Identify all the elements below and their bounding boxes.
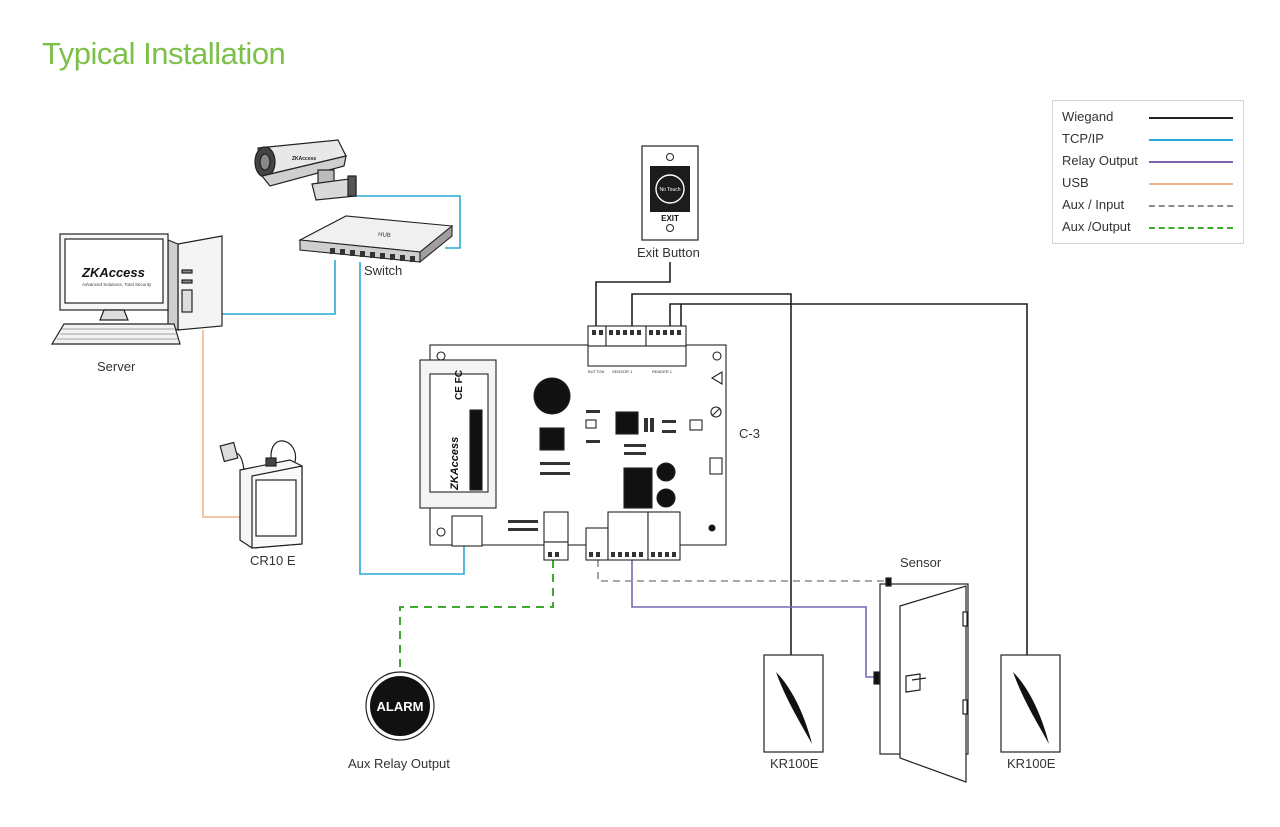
legend-item-relay-output: Relay Output xyxy=(1062,151,1237,171)
sensor-label: Sensor xyxy=(900,555,942,570)
monitor-tagline: Advanced Solutions, Total Security xyxy=(82,282,152,287)
no-touch-label: No Touch xyxy=(659,187,680,193)
wire-relay-output xyxy=(631,560,876,678)
cr10e-label: CR10 E xyxy=(250,553,296,568)
board-button-label: BUTTON xyxy=(588,369,604,374)
exit-label: EXIT xyxy=(661,214,679,223)
board-reader-label: READER 1 xyxy=(652,369,673,374)
legend-line-relay-output xyxy=(1149,161,1233,163)
legend-line-aux-output xyxy=(1149,227,1233,229)
wire-reader-left xyxy=(631,293,792,655)
kr100e-reader-right-icon xyxy=(1000,654,1061,753)
page-title: Typical Installation xyxy=(42,36,286,71)
legend-item-aux-output: Aux /Output xyxy=(1062,217,1237,237)
camera-logo: ZKAccess xyxy=(292,156,316,162)
legend-line-aux-input xyxy=(1149,205,1233,207)
alarm-badge: ALARM xyxy=(377,699,424,714)
legend-label: Aux /Output xyxy=(1062,219,1131,234)
wire-tcpip-camera xyxy=(356,195,461,249)
wire-usb xyxy=(202,330,240,518)
exit-button-label: Exit Button xyxy=(637,245,700,260)
exit-button-icon: No Touch EXIT xyxy=(641,145,699,241)
wire-reader-right xyxy=(669,303,1028,655)
server-label: Server xyxy=(97,359,136,374)
board-sensor-label: SENSOR 1 xyxy=(612,369,633,374)
server-icon: ZKAccess Advanced Solutions, Total Secur… xyxy=(50,233,223,345)
legend-label: TCP/IP xyxy=(1062,131,1104,146)
switch-icon: HUB xyxy=(298,215,454,264)
kr100e-reader-left-icon xyxy=(763,654,824,753)
wire-aux-input xyxy=(597,560,886,582)
wire-tcpip-server xyxy=(222,260,336,315)
wire-tcpip-controller xyxy=(359,262,465,575)
legend-item-usb: USB xyxy=(1062,173,1237,193)
camera-icon: ZKAccess xyxy=(254,139,357,201)
controller-label: C-3 xyxy=(739,426,760,441)
switch-label: Switch xyxy=(364,263,403,278)
wire-exit-button xyxy=(595,262,671,328)
wire-aux-output xyxy=(399,560,554,672)
board-logo: ZKAccess xyxy=(449,437,461,491)
legend-item-tcpip: TCP/IP xyxy=(1062,129,1237,149)
kr100e-left-label: KR100E xyxy=(770,756,819,771)
cr10e-reader-icon xyxy=(219,440,303,549)
legend-line-tcpip xyxy=(1149,139,1233,141)
monitor-logo: ZKAccess xyxy=(81,265,145,280)
hub-label: HUB xyxy=(378,232,391,239)
board-cert: CE FC xyxy=(454,370,465,400)
alarm-label: Aux Relay Output xyxy=(348,756,450,771)
legend-label: Aux / Input xyxy=(1062,197,1125,212)
kr100e-right-label: KR100E xyxy=(1007,756,1056,771)
legend: Wiegand TCP/IP Relay Output USB Aux / In… xyxy=(1052,100,1244,244)
legend-line-usb xyxy=(1149,183,1233,185)
door-icon xyxy=(873,577,969,783)
legend-label: USB xyxy=(1062,175,1089,190)
legend-label: Relay Output xyxy=(1062,153,1138,168)
legend-line-wiegand xyxy=(1149,117,1233,119)
alarm-icon: ALARM xyxy=(365,671,435,741)
controller-board-icon: ZKAccess CE FC xyxy=(419,325,727,561)
legend-item-wiegand: Wiegand xyxy=(1062,107,1237,127)
legend-item-aux-input: Aux / Input xyxy=(1062,195,1237,215)
legend-label: Wiegand xyxy=(1062,109,1114,124)
